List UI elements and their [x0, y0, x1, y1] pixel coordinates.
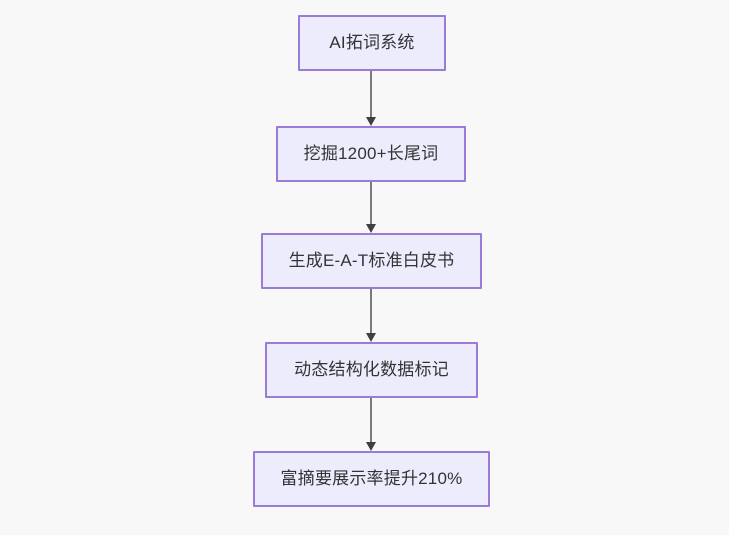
edge-line [370, 182, 372, 225]
flowchart-node-n5[interactable]: 富摘要展示率提升210% [253, 451, 490, 507]
arrowhead-icon [366, 117, 376, 126]
flowchart-node-n3[interactable]: 生成E-A-T标准白皮书 [261, 233, 482, 289]
flowchart-edge-n1-n2 [366, 71, 376, 126]
flowchart-node-label: 富摘要展示率提升210% [280, 468, 463, 488]
arrowhead-icon [366, 333, 376, 342]
edge-line [370, 398, 372, 443]
flowchart-node-label: 动态结构化数据标记 [294, 359, 449, 379]
flowchart-node-n1[interactable]: AI拓词系统 [298, 15, 446, 71]
arrowhead-icon [366, 224, 376, 233]
flowchart-edge-n3-n4 [366, 289, 376, 342]
arrowhead-icon [366, 442, 376, 451]
flowchart-edge-n4-n5 [366, 398, 376, 451]
flowchart-node-label: AI拓词系统 [329, 32, 415, 52]
flowchart-node-n2[interactable]: 挖掘1200+长尾词 [276, 126, 466, 182]
edge-line [370, 71, 372, 118]
flowchart-edge-n2-n3 [366, 182, 376, 233]
flowchart-node-label: 挖掘1200+长尾词 [303, 143, 439, 163]
flowchart-node-n4[interactable]: 动态结构化数据标记 [265, 342, 478, 398]
flowchart-node-label: 生成E-A-T标准白皮书 [288, 250, 455, 270]
edge-line [370, 289, 372, 334]
